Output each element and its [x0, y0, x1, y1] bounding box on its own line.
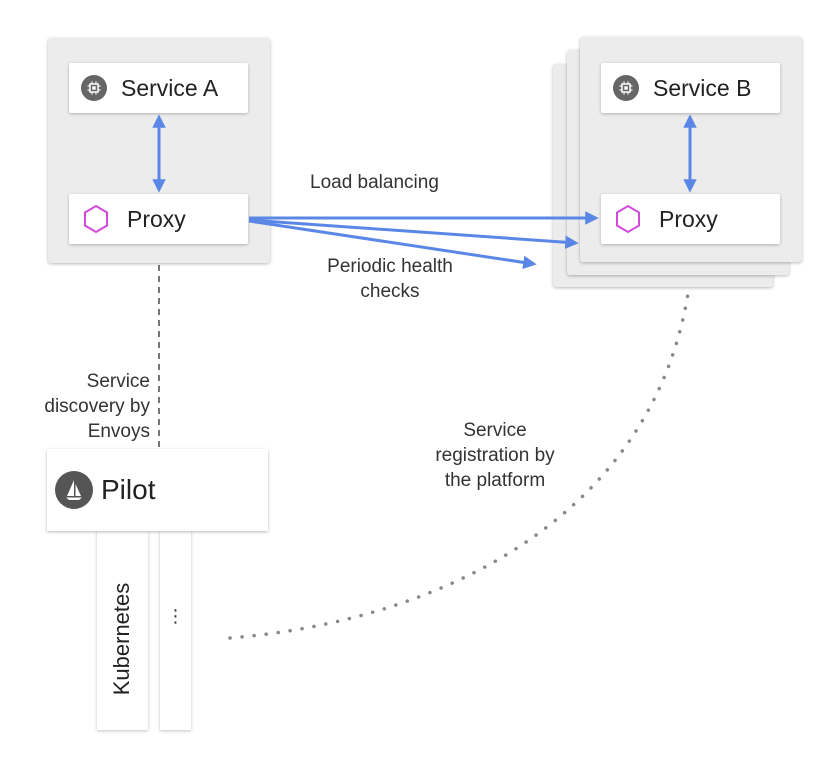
- chip-icon: [81, 75, 107, 101]
- load-balancing-label: Load balancing: [310, 172, 439, 193]
- kubernetes-platform[interactable]: [97, 531, 148, 730]
- chip-icon: [613, 75, 639, 101]
- kubernetes-label: Kubernetes: [109, 582, 134, 696]
- service-a-label: Service A: [121, 74, 219, 101]
- discovery-label: Service discovery by Envoys: [44, 371, 150, 442]
- other-platform[interactable]: [160, 531, 191, 730]
- hexagon-icon: [613, 204, 643, 234]
- health-checks-label: Periodic health checks: [327, 256, 453, 302]
- pilot-card[interactable]: Pilot: [47, 449, 268, 531]
- more-platforms-ellipsis: ⋮: [166, 606, 185, 626]
- service-a-card[interactable]: Service A: [69, 63, 248, 113]
- hexagon-icon: [81, 204, 111, 234]
- service-a-proxy-card[interactable]: Proxy: [69, 194, 248, 244]
- service-b-proxy-label: Proxy: [659, 205, 718, 232]
- service-a-proxy-label: Proxy: [127, 205, 186, 232]
- service-b-card[interactable]: Service B: [601, 63, 780, 113]
- service-b-proxy-card[interactable]: Proxy: [601, 194, 780, 244]
- registration-label: Service registration by the platform: [435, 420, 555, 491]
- sailboat-icon: [55, 471, 93, 509]
- pilot-label: Pilot: [101, 474, 156, 505]
- service-b-label: Service B: [653, 74, 752, 101]
